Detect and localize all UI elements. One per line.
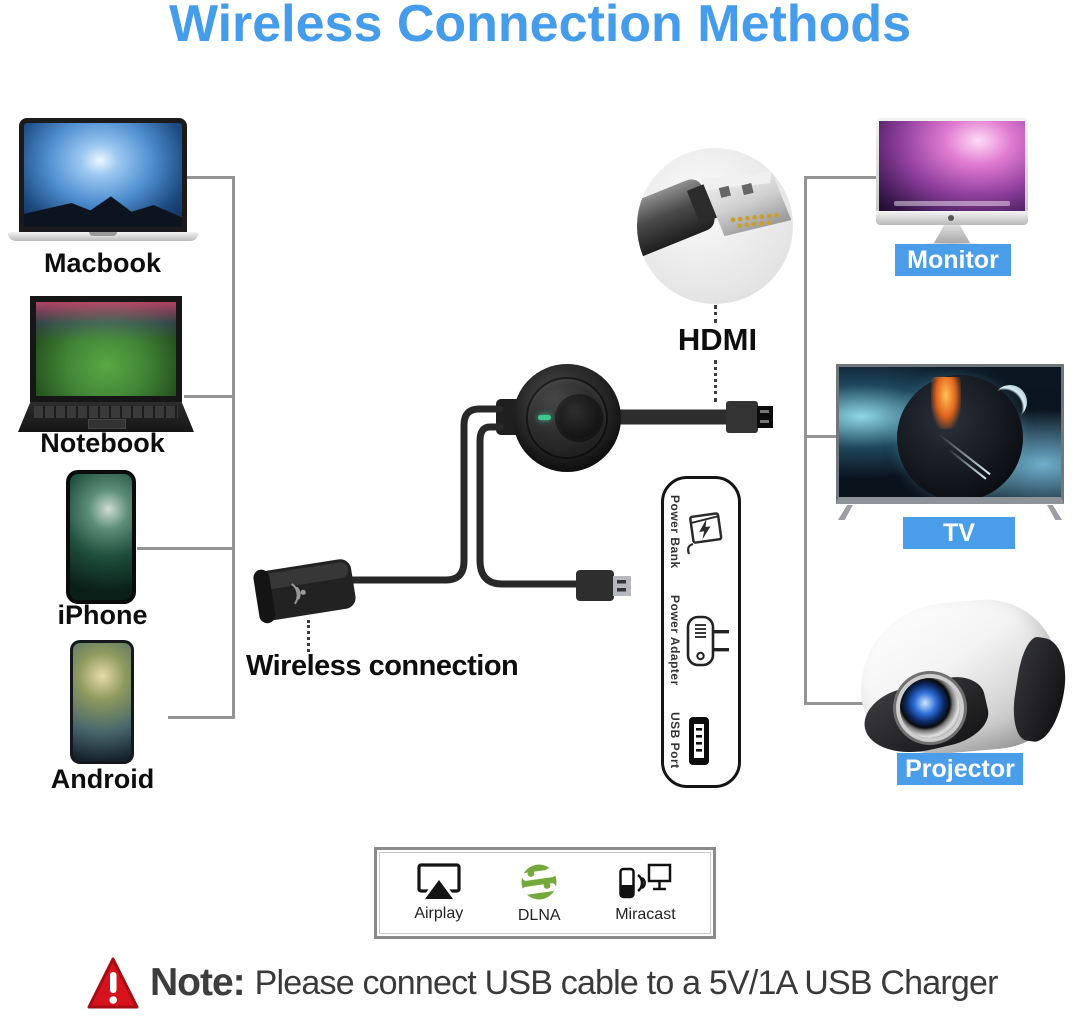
wireless-dotted-line <box>307 620 310 652</box>
tv-connector-line <box>804 435 840 438</box>
led-indicator <box>538 415 551 420</box>
left-bracket-line <box>232 176 235 719</box>
hdmi-label: HDMI <box>677 322 758 357</box>
hdmi-plug-tip <box>757 406 773 428</box>
power-bank-label: Power Bank <box>668 495 682 569</box>
notebook-screen <box>30 296 182 402</box>
hdmi-plug-photo <box>636 148 793 304</box>
projector-connector-line <box>804 702 872 705</box>
power-adapter-label: Power Adapter <box>668 595 682 686</box>
projector-label-badge: Projector <box>897 753 1023 785</box>
tv-illustration <box>836 364 1064 520</box>
hdmi-dotted-line-bottom <box>714 360 717 402</box>
iphone-label: iPhone <box>57 600 148 630</box>
power-panel: Power Bank Power Adapter <box>661 476 741 788</box>
hdmi-dotted-line-top <box>714 305 717 323</box>
dlna-label: DLNA <box>517 907 561 924</box>
protocol-airplay: Airplay <box>414 863 463 923</box>
android-label: Android <box>50 764 155 794</box>
wall-plug-icon <box>686 615 729 666</box>
dlna-icon <box>521 864 557 900</box>
monitor-label-badge: Monitor <box>895 244 1011 276</box>
power-bank-row: Power Bank <box>668 495 734 569</box>
macbook-illustration <box>8 118 198 241</box>
wireless-connection-label: Wireless connection <box>246 650 519 682</box>
right-bracket-line <box>804 176 807 705</box>
note-row: Note: Please connect USB cable to a 5V/1… <box>86 954 998 1012</box>
miracast-label: Miracast <box>615 906 676 923</box>
airplay-label: Airplay <box>414 905 464 922</box>
page-title: Wireless Connection Methods <box>168 0 912 53</box>
protocol-miracast: Miracast <box>615 862 676 924</box>
receiver-cable <box>340 405 504 584</box>
projector-illustration <box>853 593 1072 764</box>
protocol-box: Airplay DLNA <box>374 847 716 939</box>
dongle-cable-assembly <box>253 399 773 624</box>
note-prefix: Note: <box>150 961 246 1004</box>
notebook-connector-line <box>184 395 235 398</box>
usb-power-cable <box>476 423 580 588</box>
macbook-label: Macbook <box>43 248 162 278</box>
macbook-screen <box>19 118 187 232</box>
monitor-illustration <box>876 118 1028 248</box>
miracast-icon <box>619 863 672 899</box>
monitor-connector-line <box>804 176 878 179</box>
warning-triangle-icon <box>87 957 139 1009</box>
airplay-icon <box>417 863 461 901</box>
macbook-connector-line <box>181 176 235 179</box>
notebook-label: Notebook <box>40 428 165 458</box>
usb-plug-tip <box>613 576 631 596</box>
usb-port-row: USB Port <box>668 712 734 769</box>
android-illustration <box>70 640 134 764</box>
iphone-connector-line <box>137 547 235 550</box>
wifi-icon <box>291 583 306 605</box>
protocol-dlna: DLNA <box>518 861 561 925</box>
note-text: Please connect USB cable to a 5V/1A USB … <box>254 963 999 1002</box>
usb-plug-body <box>576 570 614 601</box>
dongle-device <box>513 364 621 472</box>
hdmi-plug-body <box>726 401 758 433</box>
projector-lens <box>900 678 960 738</box>
usb-port-icon <box>689 716 709 765</box>
power-adapter-row: Power Adapter <box>668 595 734 686</box>
usb-port-label: USB Port <box>668 712 682 769</box>
wifi-receiver <box>253 559 356 624</box>
dongle-button <box>558 397 600 439</box>
android-connector-line <box>168 716 235 719</box>
notebook-illustration <box>18 296 194 432</box>
iphone-illustration <box>66 470 136 604</box>
tv-label-badge: TV <box>903 517 1015 549</box>
battery-charging-icon <box>687 512 723 555</box>
